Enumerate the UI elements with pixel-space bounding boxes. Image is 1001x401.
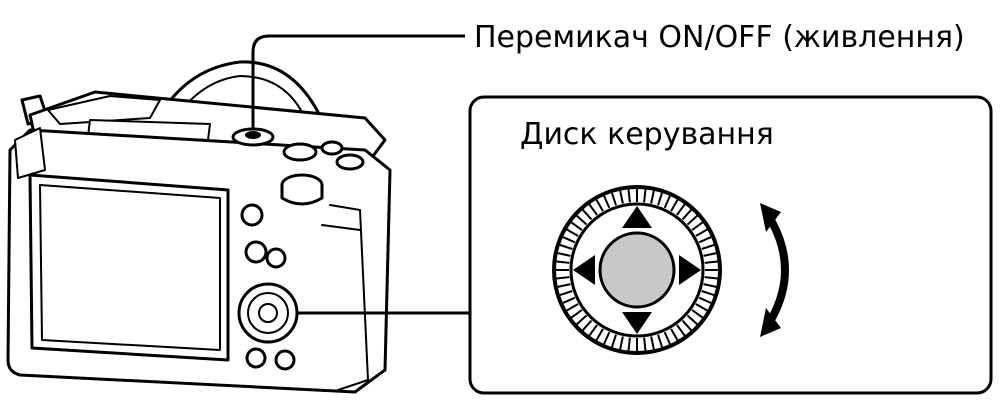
wheel-ridge — [686, 314, 698, 325]
wheel-ridge — [704, 260, 718, 264]
wheel-ridge — [582, 319, 593, 331]
power-switch-label: Перемикач ON/OFF (живлення) — [474, 20, 965, 55]
wheel-ridge — [611, 192, 617, 206]
camera-body-icon — [6, 60, 392, 394]
wheel-ridge — [695, 228, 708, 237]
control-wheel-callout: Диск керування — [468, 95, 993, 395]
wheel-ridge — [588, 324, 598, 337]
wheel-ridge — [556, 260, 570, 264]
wheel-ridge — [570, 309, 583, 319]
wheel-ridge — [595, 199, 604, 212]
wheel-ridge — [556, 276, 570, 280]
wheel-ridge — [657, 334, 663, 348]
wheel-ridge — [595, 328, 604, 341]
wheel-ridge — [657, 192, 663, 206]
wheel-ridge — [566, 228, 579, 237]
wheel-ridge — [559, 244, 573, 250]
left-triangle-icon — [573, 255, 595, 285]
leader-lines — [251, 34, 472, 315]
wheel-ridge — [703, 283, 717, 288]
wheel-ridge — [691, 309, 704, 319]
power-switch-leader-line — [251, 34, 465, 128]
wheel-ridge — [701, 244, 715, 250]
wheel-ridge — [566, 303, 579, 312]
wheel-ridge — [557, 252, 571, 257]
wheel-ridge — [676, 203, 686, 216]
wheel-ridge — [670, 199, 679, 212]
wheel-ridge — [582, 209, 593, 221]
wheel-ridge — [670, 328, 679, 341]
wheel-ridge — [619, 190, 624, 204]
wheel-ridge — [703, 252, 717, 257]
wheel-ridge — [695, 303, 708, 312]
wheel-ridge — [681, 319, 692, 331]
wheel-ridge — [603, 331, 611, 345]
wheel-ridge — [650, 190, 655, 204]
wheel-ridge — [603, 195, 611, 209]
wheel-ridge — [663, 195, 671, 209]
rotate-arrow-icon — [768, 218, 789, 322]
wheel-ridge — [704, 276, 718, 280]
wheel-ridge — [627, 337, 631, 351]
wheel-ridge — [701, 290, 715, 296]
wheel-ridge — [676, 324, 686, 337]
wheel-ridge — [562, 236, 576, 244]
wheel-ridge — [691, 221, 704, 231]
control-wheel-label: Диск керування — [520, 117, 774, 152]
wheel-ridge — [559, 290, 573, 296]
control-wheel-icon — [552, 185, 722, 355]
wheel-ridge — [698, 236, 712, 244]
up-triangle-icon — [622, 206, 652, 228]
wheel-ridge — [611, 334, 617, 348]
wheel-ridge — [698, 296, 712, 304]
wheel-ridge — [686, 215, 698, 226]
right-triangle-icon — [679, 255, 701, 285]
wheel-ridge — [576, 314, 588, 325]
wheel-ridge — [643, 189, 647, 203]
wheel-ridge — [576, 215, 588, 226]
wheel-ridge — [588, 203, 598, 216]
control-wheel-center-button — [598, 231, 676, 309]
down-triangle-icon — [622, 312, 652, 334]
wheel-ridge — [619, 336, 624, 350]
wheel-ridge — [643, 337, 647, 351]
wheel-ridge — [570, 221, 583, 231]
wheel-ridge — [562, 296, 576, 304]
wheel-ridge — [650, 336, 655, 350]
wheel-ridge — [663, 331, 671, 345]
wheel-ridge — [557, 283, 571, 288]
wheel-ridge — [681, 209, 692, 221]
wheel-ridge — [627, 189, 631, 203]
